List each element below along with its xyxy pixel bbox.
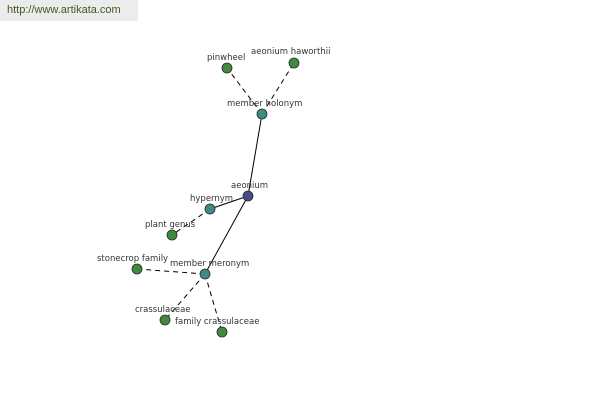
edges-layer [136, 62, 295, 333]
node-member-meronym[interactable] [199, 268, 211, 280]
labels-layer: aeonium member holonym hypernym member mero… [97, 47, 330, 327]
node-stonecrop-family[interactable] [131, 263, 143, 275]
edge-aeonium-to-member-holonym [247, 113, 263, 197]
edge-member-meronym-to-family-crassulaceae [204, 273, 223, 333]
node-pinwheel[interactable] [221, 62, 233, 74]
label-member-holonym[interactable]: member holonym [227, 99, 302, 109]
edge-aeonium-to-member-meronym [204, 195, 249, 275]
label-stonecrop-family[interactable]: stonecrop family [97, 254, 168, 264]
label-plant-genus[interactable]: plant genus [145, 220, 196, 230]
edge-member-holonym-to-aeonium-haworthii [261, 62, 295, 115]
label-pinwheel[interactable]: pinwheel [207, 53, 245, 63]
edge-member-meronym-to-stonecrop-family [136, 268, 206, 275]
edge-member-meronym-to-crassulaceae [164, 273, 206, 321]
edge-member-holonym-to-pinwheel [226, 67, 263, 115]
label-aeonium[interactable]: aeonium [231, 181, 268, 191]
node-family-crassulaceae[interactable] [216, 326, 228, 338]
edge-aeonium-to-hypernym [209, 195, 249, 210]
node-crassulaceae[interactable] [159, 314, 171, 326]
label-member-meronym[interactable]: member meronym [170, 259, 249, 269]
node-aeonium[interactable] [242, 190, 254, 202]
label-family-crassulaceae[interactable]: family crassulaceae [175, 317, 259, 327]
label-aeonium-haworthii[interactable]: aeonium haworthii [251, 47, 330, 57]
site-url-banner[interactable]: http://www.artikata.com [0, 0, 138, 21]
node-aeonium-haworthii[interactable] [288, 57, 300, 69]
node-hypernym[interactable] [204, 203, 216, 215]
label-hypernym[interactable]: hypernym [190, 194, 233, 204]
node-member-holonym[interactable] [256, 108, 268, 120]
nodes-layer [131, 57, 300, 338]
label-crassulaceae[interactable]: crassulaceae [135, 305, 191, 315]
node-plant-genus[interactable] [166, 229, 178, 241]
site-url-text[interactable]: http://www.artikata.com [7, 4, 121, 16]
edge-hypernym-to-plant-genus [171, 208, 211, 236]
